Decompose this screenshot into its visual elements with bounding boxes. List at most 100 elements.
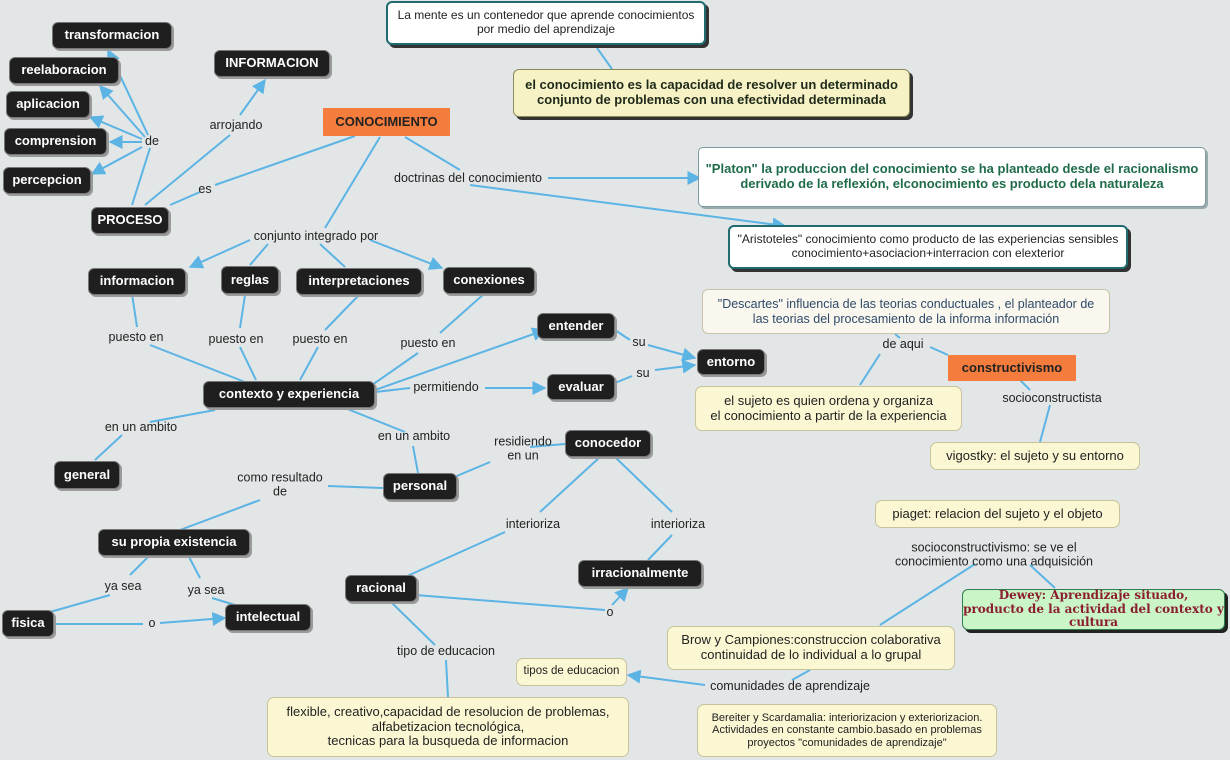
edge-conexiones-puesto4 (439, 292, 486, 334)
edge-interioriza1-racional (404, 531, 506, 578)
node-tipos[interactable]: tipos de educacion (516, 658, 627, 686)
node-conocedor[interactable]: conocedor (565, 430, 651, 457)
label-de-aqui: de aqui (882, 336, 924, 351)
edge-personal-resultado (327, 485, 384, 489)
node-general[interactable]: general (54, 461, 120, 489)
edge-socio-vigostky (1039, 404, 1051, 443)
node-brow[interactable]: Brow y Campiones:construccion colaborati… (667, 626, 955, 670)
label-arrojando: arrojando (209, 117, 263, 132)
node-bereiter[interactable]: Bereiter y Scardamalia: interiorizacion … (697, 704, 997, 757)
edge-racional-tipo (391, 602, 436, 646)
edge-conocimiento-conjunto (324, 136, 381, 229)
node-interpretaciones[interactable]: interpretaciones (296, 268, 422, 295)
edge-conocedor-interioriza1 (539, 456, 601, 513)
label-comunidades: comunidades de aprendizaje (710, 678, 870, 693)
node-reglas[interactable]: reglas (221, 266, 279, 294)
edge-ambito1-general (94, 434, 123, 461)
label-doctrinas: doctrinas del conocimiento (394, 170, 542, 185)
edge-es-proceso (169, 191, 201, 206)
node-proceso[interactable]: PROCESO (91, 207, 169, 234)
edge-racional-o (414, 594, 606, 611)
label-socio-text: socioconstructivismo: se ve el conocimie… (894, 540, 1094, 569)
edge-resultado-existencia (179, 499, 261, 531)
edge-ambito2-personal (412, 445, 419, 474)
edge-de-aplicacion (88, 115, 143, 140)
node-constructivismo[interactable]: constructivismo (948, 355, 1076, 381)
node-conocimiento[interactable]: CONOCIMIENTO (323, 108, 450, 136)
label-interioriza2: interioriza (650, 516, 706, 531)
node-piaget[interactable]: piaget: relacion del sujeto y el objeto (875, 500, 1120, 528)
node-contexto[interactable]: contexto y experiencia (203, 381, 375, 408)
node-existencia[interactable]: su propia existencia (98, 529, 250, 556)
edge-descartes-deaqui (894, 333, 901, 339)
node-intelectual[interactable]: intelectual (225, 604, 311, 631)
node-flexible[interactable]: flexible, creativo,capacidad de resoluci… (267, 697, 629, 757)
label-ya-sea1: ya sea (104, 578, 142, 593)
edge-personal-residiendo (451, 461, 491, 479)
label-puesto4: puesto en (400, 335, 456, 350)
node-evaluar[interactable]: evaluar (547, 374, 615, 400)
edge-interpretaciones-puesto3 (324, 295, 359, 331)
node-vigostky[interactable]: vigostky: el sujeto y su entorno (930, 442, 1140, 470)
label-permitiendo: permitiendo (413, 379, 479, 394)
node-informacion[interactable]: informacion (88, 268, 186, 295)
node-sujeto[interactable]: el sujeto es quien ordena y organiza el … (695, 386, 962, 431)
edge-deaqui-sujeto (859, 353, 881, 386)
label-tipo-edu: tipo de educacion (397, 643, 495, 658)
node-dewey[interactable]: Dewey: Aprendizaje situado, producto de … (962, 587, 1225, 630)
edge-conjunto-informacion (188, 239, 251, 269)
label-ya-sea2: ya sea (187, 582, 225, 597)
edge-reglas-puesto2 (239, 294, 246, 329)
node-fisica[interactable]: fisica (2, 610, 54, 637)
edge-mente-capacidad (596, 47, 613, 70)
node-entorno[interactable]: entorno (697, 349, 765, 375)
edge-contexto-ambito2 (344, 407, 406, 433)
node-platon[interactable]: "Platon" la produccion del conocimiento … (698, 147, 1206, 207)
label-residiendo: residiendo en un (494, 434, 552, 463)
edge-o-intelectual (159, 611, 227, 626)
label-su2: su (636, 365, 650, 380)
label-o2: o (606, 604, 614, 619)
node-personal[interactable]: personal (383, 473, 457, 500)
node-conexiones[interactable]: conexiones (443, 267, 535, 294)
edge-de-reelaboracion (99, 84, 146, 138)
label-es: es (198, 181, 212, 196)
node-capacidad[interactable]: el conocimiento es la capacidad de resol… (513, 69, 910, 117)
edge-comunidades-tipos (626, 669, 706, 686)
node-descartes[interactable]: "Descartes" influencia de las teorias co… (702, 289, 1110, 334)
edge-informacion-puesto1 (131, 293, 138, 328)
edge-socio-brow (879, 563, 976, 626)
label-puesto3: puesto en (292, 331, 348, 346)
edge-contexto-ambito1 (149, 409, 216, 423)
node-transformacion[interactable]: transformacion (52, 22, 172, 49)
node-entender[interactable]: entender (537, 313, 615, 339)
node-mente[interactable]: La mente es un contenedor que aprende co… (386, 1, 706, 45)
edge-residiendo-conocedor (529, 443, 566, 448)
edge-proceso-de (131, 147, 151, 206)
node-percepcion[interactable]: percepcion (3, 167, 91, 194)
edge-existencia-yasea2 (187, 554, 201, 579)
label-resultado: como resultado de (237, 470, 323, 499)
label-interioriza1: interioriza (505, 516, 561, 531)
node-irracionalmente[interactable]: irracionalmente (578, 560, 702, 587)
label-su1: su (632, 334, 646, 349)
edge-tipo-flexible (445, 659, 449, 698)
edge-conjunto-reglas (249, 243, 269, 266)
node-reelaboracion[interactable]: reelaboracion (9, 57, 119, 84)
node-racional[interactable]: racional (345, 575, 417, 602)
edge-puesto1-contexto (149, 344, 246, 383)
label-ambito1: en un ambito (104, 419, 178, 434)
edge-socio-dewey (1029, 564, 1056, 589)
node-aristoteles[interactable]: "Aristoteles" conocimiento como producto… (728, 225, 1128, 269)
node-informacion-top[interactable]: INFORMACION (214, 50, 330, 77)
edge-conocimiento-doctrinas (404, 136, 461, 171)
node-comprension[interactable]: comprension (4, 128, 107, 155)
edge-deaqui-constructivismo (929, 346, 949, 356)
label-puesto2: puesto en (208, 331, 264, 346)
edge-proceso-arrojando (144, 134, 231, 206)
edge-su2-entorno (654, 359, 697, 374)
edge-arrojando-informacion (239, 78, 266, 116)
edge-entender-su (614, 329, 631, 341)
node-aplicacion[interactable]: aplicacion (6, 91, 90, 118)
edge-contexto-entender (374, 327, 547, 391)
